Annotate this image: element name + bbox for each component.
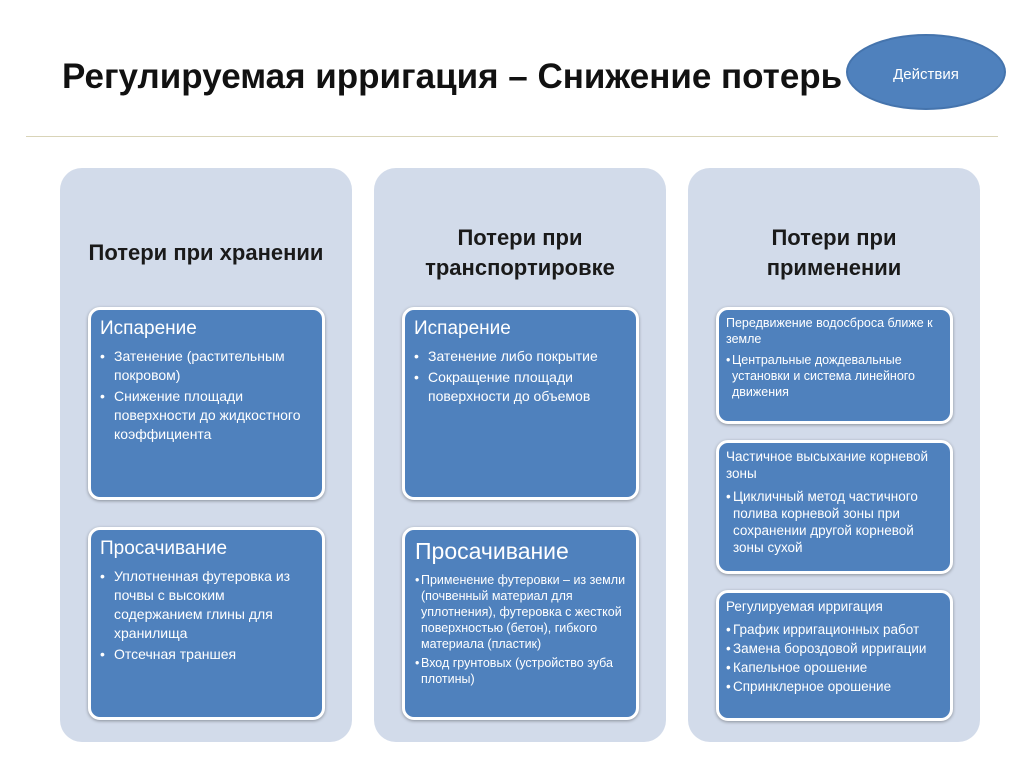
card-partial-root-drying: Частичное высыхание корневой зоны Циклич… (716, 440, 953, 574)
column-title: Потери при транспортировке (374, 223, 666, 283)
column-title-line: Потери при (457, 225, 583, 250)
card-evaporation: Испарение Затенение (растительным покров… (88, 307, 325, 500)
column-title-line: транспортировке (425, 255, 615, 280)
card-sprinkler-position: Передвижение водосброса ближе к земле Це… (716, 307, 953, 424)
card-heading: Просачивание (415, 538, 569, 564)
card-seepage: Просачивание Уплотненная футеровка из по… (88, 527, 325, 720)
column-title-line: применении (766, 255, 902, 280)
slide-title: Регулируемая ирригация – Снижение потерь (62, 57, 843, 96)
list-item: Капельное орошение (726, 659, 943, 676)
card-regulated-irrigation: Регулируемая ирригация График ирригацион… (716, 590, 953, 721)
actions-badge-label: Действия (893, 66, 959, 83)
list-item: Вход грунтовых (устройство зуба плотины) (415, 655, 626, 687)
card-seepage: Просачивание Применение футеровки – из з… (402, 527, 639, 720)
list-item: Затенение либо покрытие (414, 347, 627, 366)
title-divider (26, 136, 998, 137)
column-storage-losses: Потери при хранении Испарение Затенение … (60, 168, 352, 742)
list-item: Сокращение площади поверхности до объемо… (414, 368, 627, 406)
column-title: Потери при применении (688, 223, 980, 283)
column-application-losses: Потери при применении Передвижение водос… (688, 168, 980, 742)
card-heading: Частичное высыхание корневой зоны (726, 449, 929, 481)
card-evaporation: Испарение Затенение либо покрытие Сокращ… (402, 307, 639, 500)
card-heading: Передвижение водосброса ближе к земле (726, 316, 933, 346)
column-title: Потери при хранении (60, 238, 352, 268)
list-item: Снижение площади поверхности до жидкостн… (100, 387, 313, 444)
column-title-line: Потери при хранении (88, 240, 324, 265)
card-heading: Регулируемая ирригация (726, 599, 883, 614)
column-title-line: Потери при (771, 225, 897, 250)
list-item: Применение футеровки – из земли (почвенн… (415, 572, 626, 652)
list-item: Цикличный метод частичного полива корнев… (726, 488, 943, 556)
card-heading: Испарение (100, 318, 197, 339)
list-item: График ирригационных работ (726, 621, 943, 638)
list-item: Отсечная траншея (100, 645, 313, 664)
list-item: Спринклерное орошение (726, 678, 943, 695)
actions-badge[interactable]: Действия (846, 34, 1006, 110)
card-heading: Испарение (414, 318, 511, 339)
list-item: Замена бороздовой ирригации (726, 640, 943, 657)
list-item: Уплотненная футеровка из почвы с высоким… (100, 567, 313, 643)
column-transport-losses: Потери при транспортировке Испарение Зат… (374, 168, 666, 742)
list-item: Затенение (растительным покровом) (100, 347, 313, 385)
list-item: Центральные дождевальные установки и сис… (726, 352, 943, 400)
card-heading: Просачивание (100, 538, 228, 559)
